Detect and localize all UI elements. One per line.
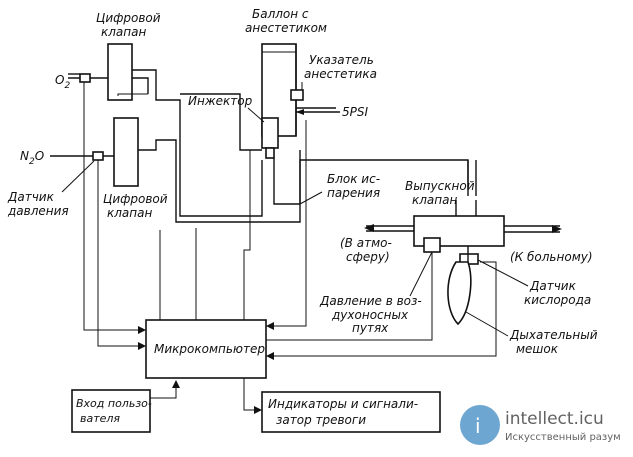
exhaust-valve-label-line2: клапан xyxy=(412,193,457,207)
oxygen-sensor-label-line1: Датчик xyxy=(529,279,577,293)
o2-pressure-sensor xyxy=(79,73,91,83)
signal-lines xyxy=(83,82,497,411)
anesthetic-cylinder-label-line1: Баллон с xyxy=(252,7,309,21)
to-atmosphere-label-line1: (В атмо- xyxy=(340,236,392,250)
airway-pressure-label-line1: Давление в воз- xyxy=(319,294,422,308)
exhaust-valve-label-line1: Выпускной xyxy=(405,179,475,193)
alarms-box xyxy=(261,391,441,433)
n2o-label: N2O xyxy=(20,149,44,167)
airway-pressure-label-line2: духоносных xyxy=(331,308,409,322)
digital-valve-top xyxy=(107,43,133,101)
anesthetic-indicator-label-line2: анестетика xyxy=(304,67,377,81)
watermark: i intellect.icu Искусственный разум xyxy=(460,405,621,445)
user-input-box xyxy=(71,389,151,433)
anesthetic-indicator xyxy=(290,89,304,101)
pressure-sensor-leader xyxy=(61,160,95,193)
alarms-label-line1: Индикаторы и сигнали- xyxy=(268,397,418,411)
breathing-bag-label-line1: Дыхательный xyxy=(509,328,598,342)
anesthetic-cylinder-label-line2: анестетиком xyxy=(245,21,327,35)
watermark-name: intellect.icu xyxy=(505,409,604,429)
user-input-label-line2: вателя xyxy=(80,412,120,425)
psi-label: 5PSI xyxy=(342,105,368,119)
watermark-logo-letter: i xyxy=(475,414,481,438)
digital-valve-bottom-label-line1: Цифровой xyxy=(103,192,168,206)
pressure-sensor-label-line2: давления xyxy=(7,204,69,218)
gas-flow-lines xyxy=(132,69,477,223)
injector xyxy=(261,117,279,159)
alarms-label-line2: затор тревоги xyxy=(276,413,366,427)
breathing-bag xyxy=(447,261,472,326)
digital-valve-bottom xyxy=(113,117,139,187)
digital-valve-top-label-line1: Цифровой xyxy=(96,11,161,25)
to-atmosphere-label-line2: сферу) xyxy=(346,250,390,264)
to-patient-label: (К больному) xyxy=(510,250,593,264)
user-input-label-line1: Вход пользо- xyxy=(76,397,152,410)
airway-pressure-label-line3: путях xyxy=(352,321,389,335)
pressure-sensor-label-line1: Датчик xyxy=(7,190,55,204)
microcomputer-box xyxy=(145,319,267,379)
watermark-tagline: Искусственный разум xyxy=(505,432,621,443)
breathing-bag-label-line2: мешок xyxy=(516,342,559,356)
watermark-logo-icon xyxy=(460,405,500,445)
evaporation-block-label-line2: парения xyxy=(327,186,380,200)
oxygen-sensor-label-line2: кислорода xyxy=(524,293,591,307)
o2-input-line xyxy=(68,73,108,83)
microcomputer-label: Микрокомпьютер xyxy=(154,342,265,356)
n2o-input-line xyxy=(50,151,114,161)
n2o-pressure-sensor xyxy=(92,151,104,161)
digital-valve-bottom-label-line2: клапан xyxy=(107,206,152,220)
evaporation-block-label-line1: Блок ис- xyxy=(327,172,380,186)
o2-label: O2 xyxy=(55,73,70,91)
injector-label: Инжектор xyxy=(188,94,253,108)
anesthetic-indicator-label-line1: Указатель xyxy=(309,53,374,67)
digital-valve-top-label-line2: клапан xyxy=(101,25,146,39)
